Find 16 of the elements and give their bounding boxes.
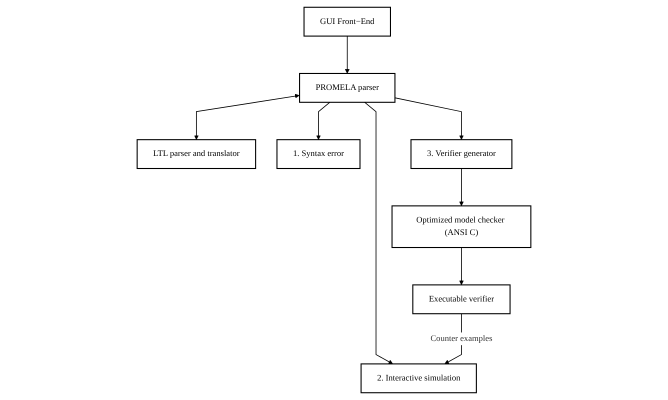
node-box: 1. Syntax error — [276, 139, 361, 170]
arrow — [194, 94, 300, 140]
node-box: GUI Front−End — [304, 6, 391, 37]
node-box: Optimized model checker (ANSI C) — [392, 205, 532, 248]
node-box: 3. Verifier generator — [410, 139, 512, 170]
arrow — [344, 36, 350, 74]
node-box: 2. Interactive simulation — [360, 363, 477, 394]
edge-label: Counter examples — [430, 334, 492, 344]
node-box: PROMELA parser — [299, 72, 396, 103]
arrow — [394, 97, 464, 140]
node-box: LTL parser and translator — [136, 139, 256, 170]
node-box: Executable verifier — [412, 284, 511, 314]
arrow — [364, 102, 394, 364]
arrow — [316, 102, 330, 140]
arrow — [459, 168, 464, 206]
arrow — [459, 247, 464, 286]
